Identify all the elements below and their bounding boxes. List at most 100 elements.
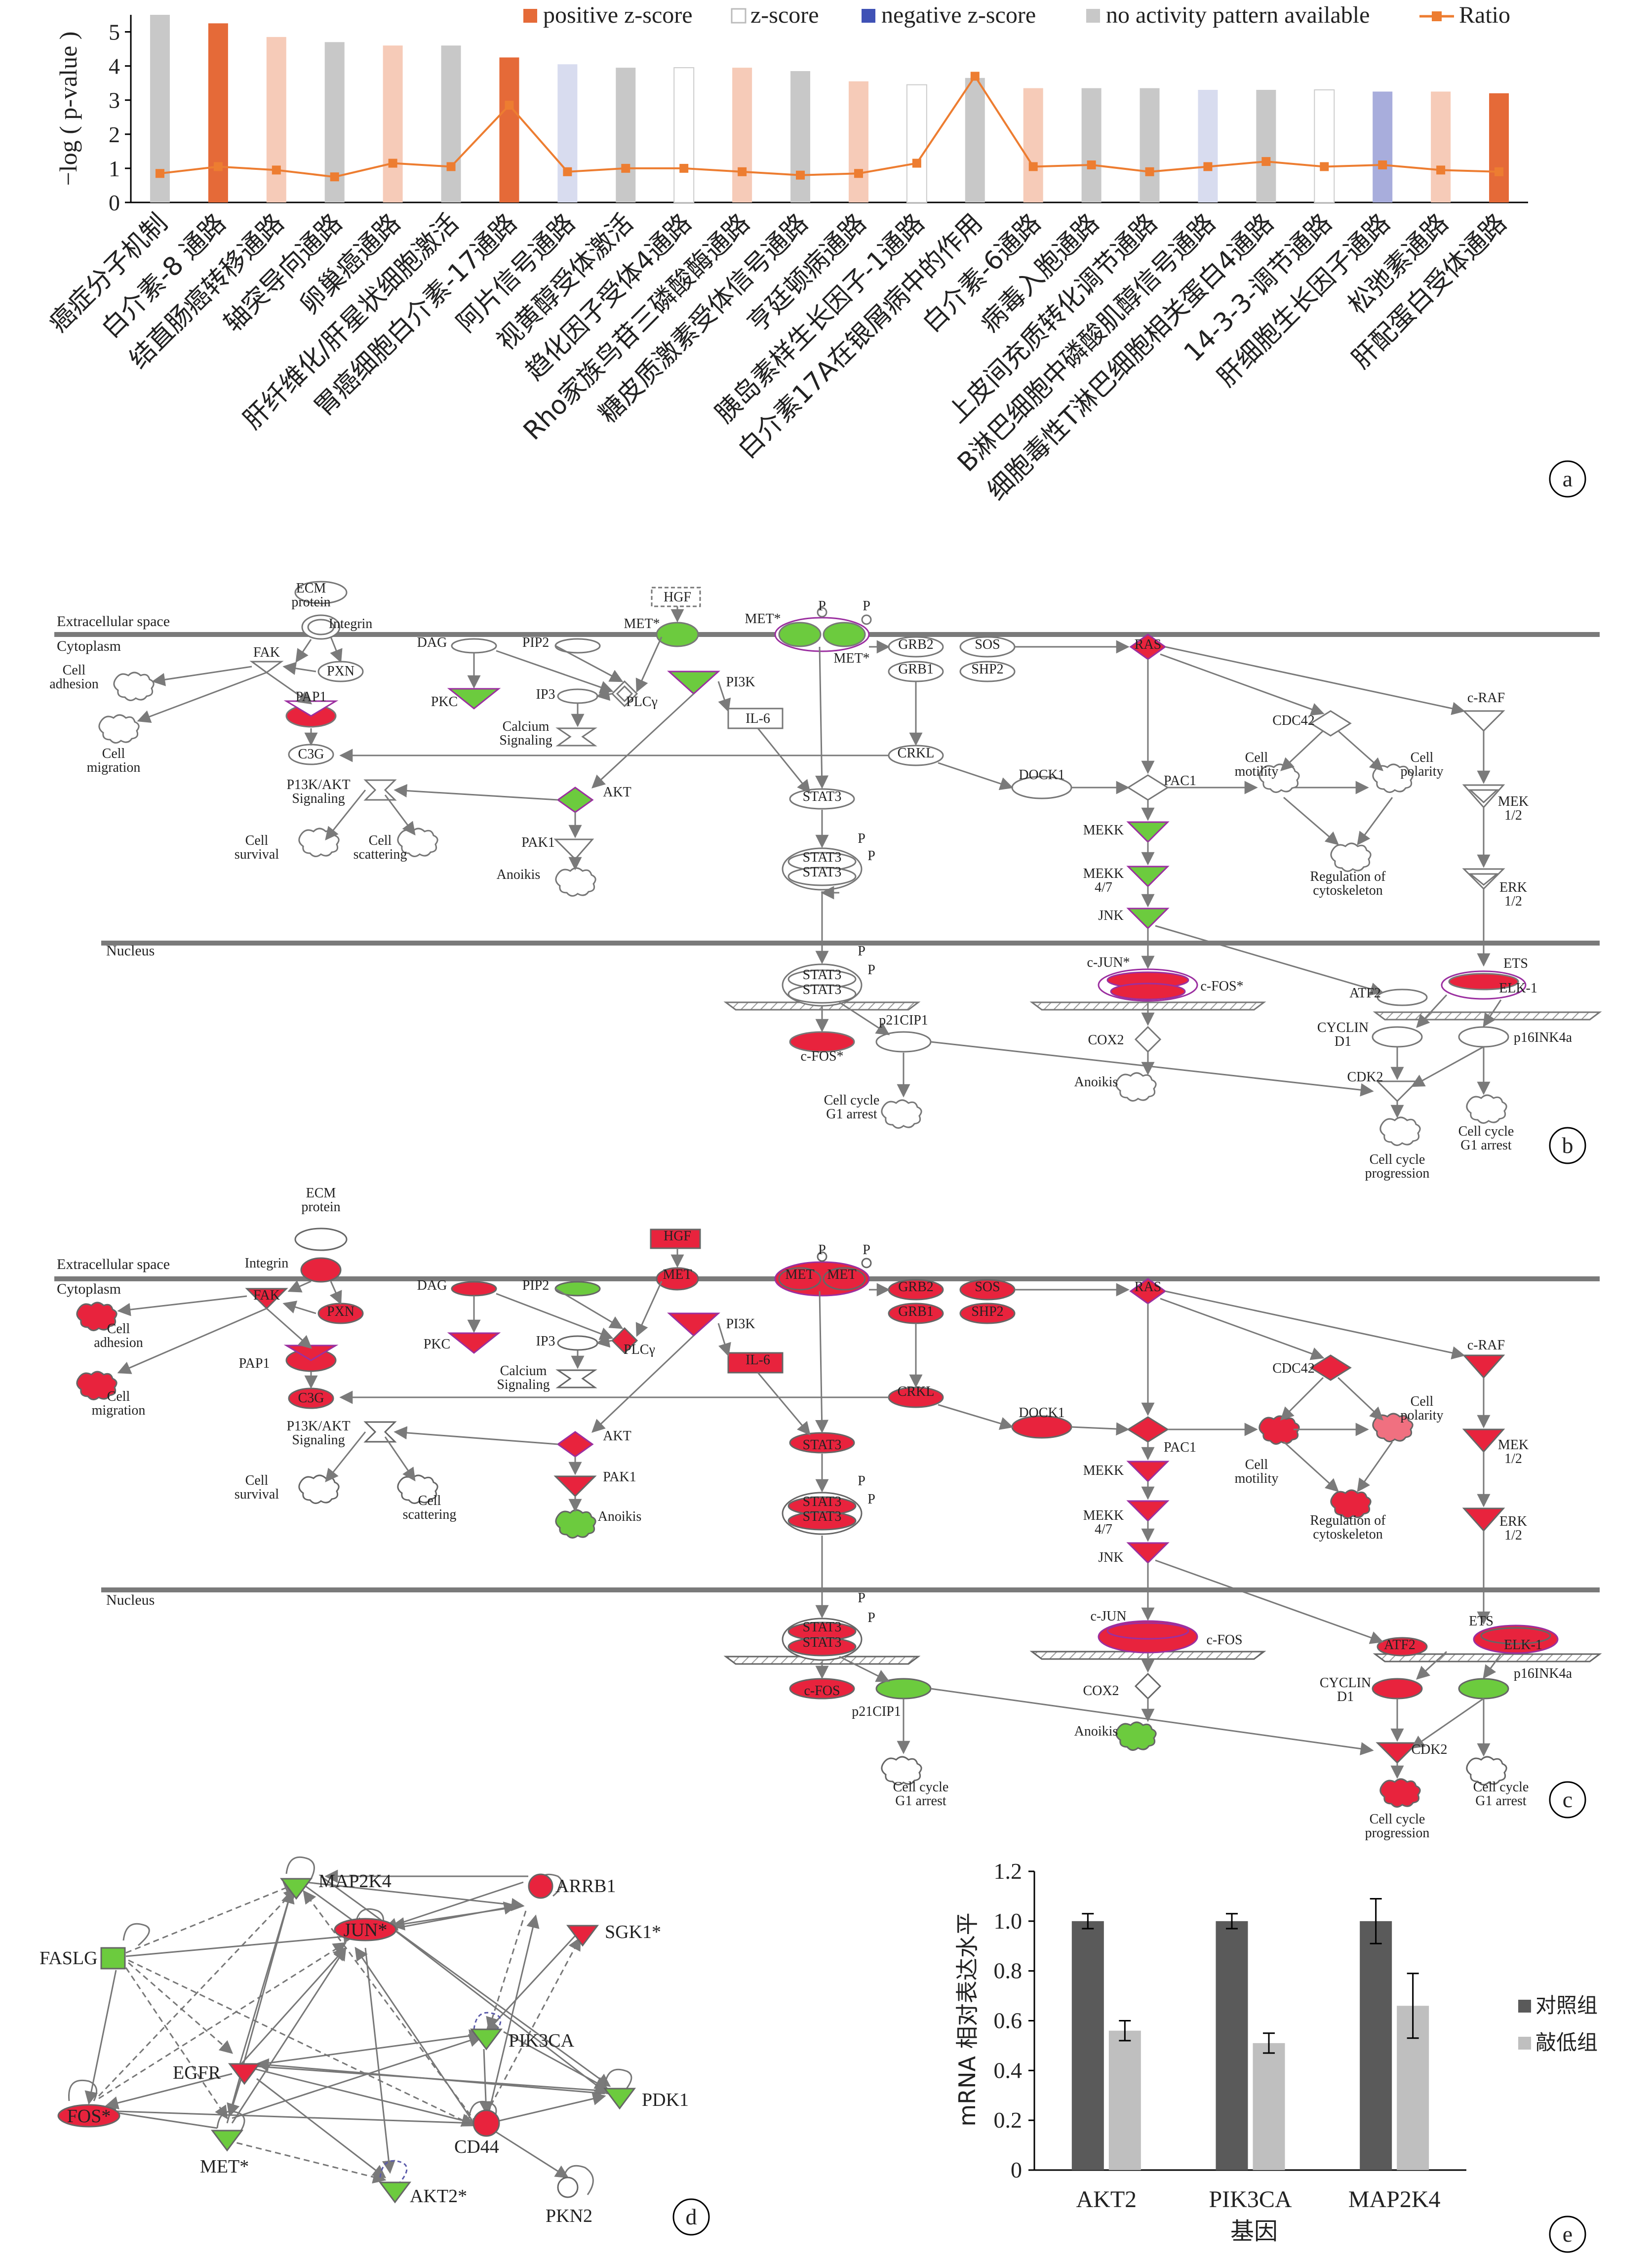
pathway-c-edges [117, 1248, 1502, 1779]
nucleus-label: Nucleus [106, 943, 155, 959]
legend-knockdown: 敲低组 [1535, 2030, 1598, 2055]
bar [266, 37, 286, 202]
pathway-label: Cell [1411, 750, 1434, 765]
pathway-label: JNK [1098, 1550, 1123, 1565]
pathway-label: ECM [296, 581, 326, 596]
pathway-label: polarity [1400, 1408, 1443, 1423]
pathway-label: JNK [1098, 908, 1123, 923]
ratio-point [272, 165, 281, 175]
pathway-label: ERK [1499, 1514, 1527, 1529]
ratio-point [679, 163, 689, 173]
bar [1314, 89, 1335, 203]
ratio-point [446, 162, 456, 171]
pathway-label: Cell [107, 1389, 130, 1404]
pathway-label: MET* [745, 611, 781, 627]
pathway-label: c-JUN* [1087, 955, 1130, 970]
pathway-label: D1 [1335, 1034, 1351, 1049]
pathway-label: G1 arrest [826, 1107, 877, 1122]
bar [965, 78, 985, 202]
pathway-label: p21CIP1 [879, 1013, 928, 1028]
pathway-label: G1 arrest [1460, 1138, 1512, 1153]
panel-e-letter-circle [1549, 2215, 1586, 2253]
pathway-label: p16INK4a [1514, 1666, 1573, 1681]
node-label-arrb1: ARRB1 [555, 1876, 616, 1897]
pathway-label: protein [301, 1199, 340, 1215]
pathway-label: CDK2 [1411, 1742, 1447, 1757]
pathway-label: c-FOS* [1200, 979, 1243, 994]
ratio-point [155, 169, 164, 178]
bar [208, 23, 228, 202]
pathway-label: 4/7 [1095, 1522, 1112, 1537]
pathway-label: ETS [1503, 956, 1528, 971]
bar [1489, 93, 1509, 202]
pathway-label: PKC [431, 694, 458, 710]
pathway-label: RAS [1135, 637, 1161, 652]
legend-zscore: z-score [750, 2, 819, 28]
pathway-label: IL-6 [746, 711, 770, 726]
pathway-label: HGF [664, 1228, 691, 1244]
category-label: PIK3CA [1209, 2186, 1292, 2213]
legend-swatch-positive [523, 9, 537, 23]
pathway-label: Anoikis [497, 867, 541, 882]
bar [1023, 88, 1043, 202]
pathway-label: Signaling [292, 791, 345, 806]
pathway-label: Cell [245, 833, 269, 848]
legend-swatch-zscore [731, 8, 747, 24]
pathway-label: STAT3 [803, 1437, 842, 1453]
pathway-label: Cell [1411, 1394, 1434, 1409]
node-pkn2 [557, 2176, 579, 2198]
pathway-label: PAP1 [239, 1356, 270, 1371]
bar [673, 67, 695, 203]
node-label-map2k4: MAP2K4 [318, 1871, 392, 1892]
pathway-label: P [863, 1242, 870, 1258]
pathway-label: ATF2 [1384, 1637, 1416, 1653]
pathway-label: ELK-1 [1504, 1637, 1542, 1653]
panel-e-letter: e [1563, 2221, 1573, 2247]
pathway-label: STAT3 [803, 1494, 842, 1509]
panel-b-letter-circle [1549, 1127, 1586, 1164]
ratio-point [854, 169, 863, 178]
pathway-label: survival [235, 1487, 279, 1502]
legend-positive: positive z-score [543, 2, 693, 28]
nucleus-label-c: Nucleus [106, 1592, 155, 1608]
bar [499, 57, 519, 202]
pathway-label: MEKK [1083, 866, 1124, 881]
pathway-label: Cell [1245, 750, 1268, 765]
bar [1108, 2030, 1141, 2170]
pathway-label: c-FOS* [800, 1049, 843, 1064]
pathway-label: CDK2 [1347, 1069, 1383, 1085]
pathway-label: PI3K [726, 674, 755, 690]
extracellular-label: Extracellular space [57, 613, 170, 630]
legend-swatch-negative [862, 9, 875, 23]
bar [441, 45, 461, 202]
pathway-label: Cell cycle [1458, 1124, 1514, 1139]
panel-d-network: MAP2K4 ARRB1 JUN* SGK1* FASLG PIK3CA EGF… [39, 1856, 710, 2236]
node-faslg [100, 1947, 126, 1970]
pathway-label: Calcium [503, 719, 550, 734]
panel-e-bars [1071, 1898, 1429, 2170]
pathway-label: COX2 [1088, 1032, 1124, 1048]
pathway-label: DAG [417, 635, 447, 650]
pathway-label: survival [235, 847, 279, 862]
node-label-pdk1: PDK1 [642, 2090, 689, 2110]
pathway-label: PLCγ [624, 1342, 655, 1357]
pathway-label: Cell cycle [1473, 1780, 1529, 1795]
pathway-label: P [858, 1590, 865, 1606]
pathway-label: P [867, 848, 875, 864]
legend-none: no activity pattern available [1106, 2, 1370, 28]
pathway-label: GRB2 [898, 1279, 934, 1295]
pathway-label: 1/2 [1504, 1451, 1522, 1466]
pathway-label: MEKK [1083, 1463, 1124, 1478]
ratio-point [621, 163, 630, 173]
legend-ratio-marker [1432, 11, 1442, 21]
bar [1360, 1921, 1392, 2170]
pathway-label: p21CIP1 [852, 1704, 901, 1719]
pathway-label: Cell cycle [893, 1780, 949, 1795]
y-tick-label: 0.8 [994, 1958, 1023, 1983]
pathway-label: G1 arrest [895, 1793, 946, 1809]
